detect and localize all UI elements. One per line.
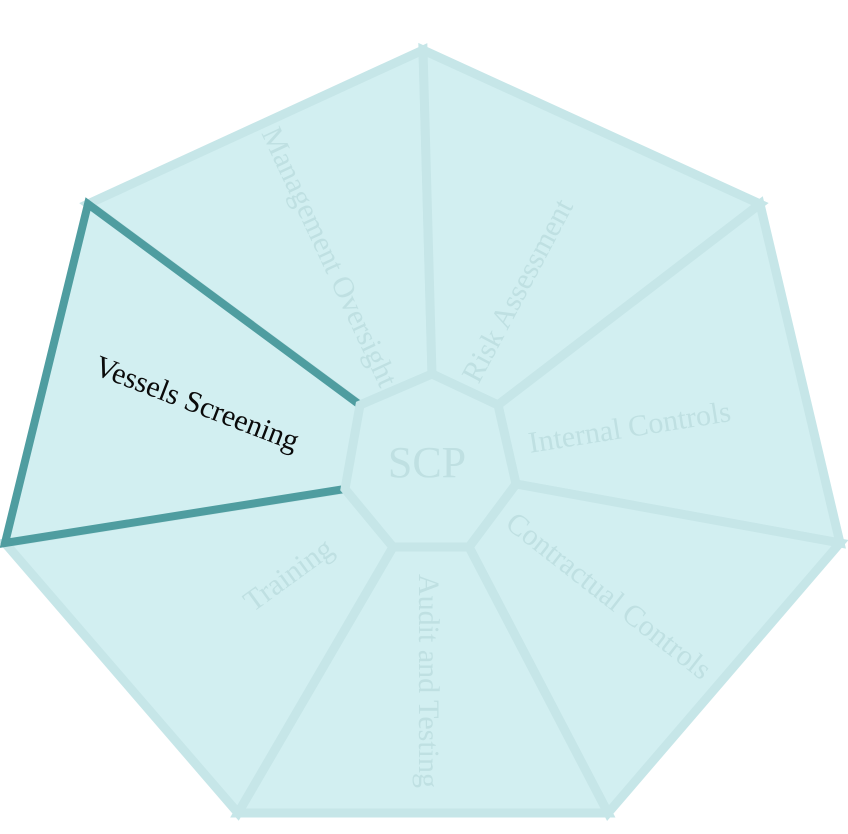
- segment-label-audit-and-testing: Audit and Testing: [412, 574, 445, 788]
- center-label: SCP: [388, 438, 466, 487]
- center-hub[interactable]: [340, 369, 521, 552]
